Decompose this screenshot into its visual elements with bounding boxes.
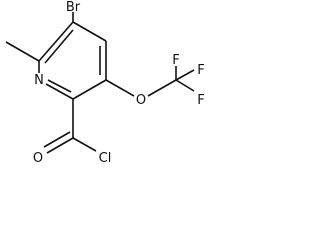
bond-c5-o [105, 79, 135, 97]
structure-diagram: Br N O F F F O Cl [5, 0, 205, 166]
atom-ether-oxygen: O [136, 93, 146, 108]
atom-fluorine-right: F [197, 63, 204, 78]
atom-fluorine-bottom: F [197, 93, 204, 108]
bond-c6-n [45, 83, 74, 100]
bond-c-o-double-2 [43, 131, 71, 148]
atom-nitrogen: N [34, 73, 44, 88]
atom-chlorine: Cl [99, 151, 112, 166]
bond-c-o-double-1 [46, 137, 74, 154]
bond-c-f2 [175, 69, 195, 81]
bond-c3-c4 [72, 21, 107, 42]
bond-o-cf3 [147, 79, 177, 97]
molecule-drawing: Br N O F F F O Cl [5, 0, 205, 166]
atom-bromine: Br [66, 0, 81, 15]
bond-c2-methyl [5, 41, 40, 62]
bond-c-f3 [175, 79, 195, 92]
atom-fluorine-top: F [172, 53, 179, 68]
bond-c2-c3-inner [44, 29, 74, 64]
bond-c-cl [72, 137, 97, 152]
bond-c5-c6 [72, 79, 107, 100]
atom-carbonyl-oxygen: O [33, 151, 43, 166]
bond-c2-c3-outer [38, 21, 74, 62]
bond-c6-n-inner [47, 79, 72, 93]
